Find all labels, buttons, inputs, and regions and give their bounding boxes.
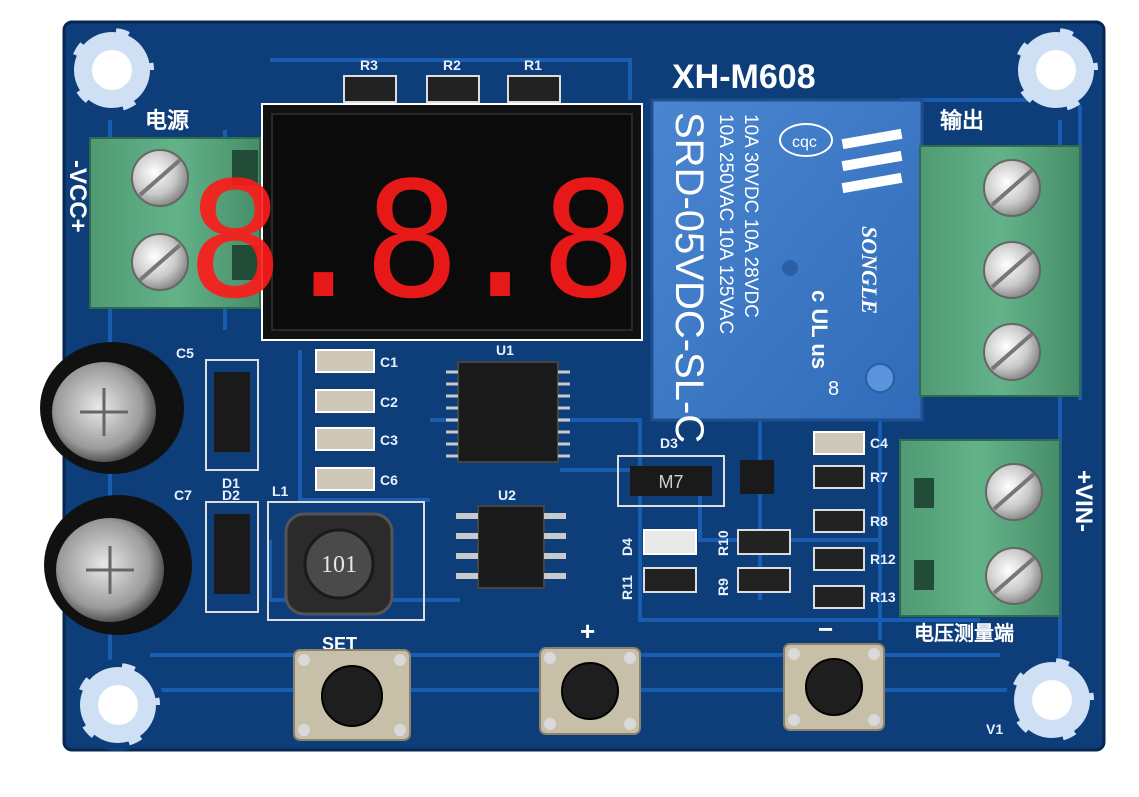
measure-label: 电压测量端 (914, 622, 1014, 645)
relay (650, 98, 924, 422)
minus-button[interactable] (783, 643, 885, 731)
relay-ratings-1: 10A 250VAC 10A 125VAC (715, 114, 736, 334)
d3-code: M7 (658, 472, 683, 492)
relay-brand: SONGLE (857, 226, 882, 314)
label-u2: U2 (498, 487, 516, 503)
diode-d1 (205, 359, 259, 471)
label-r7: R7 (870, 469, 888, 485)
seven-segment-display (261, 103, 643, 341)
label-l1: L1 (272, 483, 289, 499)
smd-parts-right: C4 R7 R8 R12 R13 (813, 431, 896, 609)
label-u1: U1 (496, 342, 514, 358)
relay-ul-mark: c UL us (807, 290, 832, 369)
power-terminal-block (89, 137, 261, 309)
label-c2: C2 (380, 394, 398, 410)
label-r12: R12 (870, 551, 896, 567)
ic-u1 (446, 361, 570, 463)
measure-terminal-block (899, 439, 1061, 617)
label-r2: R2 (443, 57, 461, 73)
inductor-code: 101 (321, 552, 357, 578)
smd-parts-middle (643, 460, 791, 593)
plus-button[interactable] (539, 647, 641, 735)
label-c6: C6 (380, 472, 398, 488)
output-label: 输出 (940, 108, 984, 133)
inductor-l1 (267, 501, 425, 621)
vin-label: +VIN- (1070, 470, 1097, 532)
label-r3: R3 (360, 57, 378, 73)
cqc-logo-icon (779, 123, 833, 157)
label-r8: R8 (870, 513, 888, 529)
songle-logo-icon (841, 128, 903, 194)
relay-ratings-2: 10A 30VDC 10A 28VDC (740, 114, 761, 318)
diode-d2 (205, 501, 259, 613)
label-r1: R1 (524, 57, 542, 73)
mounting-hole-tr (1010, 24, 1102, 116)
label-r9: R9 (715, 578, 731, 596)
label-c4: C4 (870, 435, 888, 451)
label-d3: D3 (660, 435, 678, 451)
set-button[interactable] (293, 649, 411, 741)
diode-d3 (617, 455, 725, 507)
mounting-hole-bl (72, 659, 164, 751)
v1-label: V1 (986, 721, 1003, 737)
output-terminal-block (919, 145, 1081, 397)
label-c7: C7 (174, 487, 192, 503)
label-c3: C3 (380, 432, 398, 448)
display-digits: 8.8.8. (187, 147, 717, 334)
resistor-row-top: R3 R2 R1 (343, 57, 561, 103)
label-c5: C5 (176, 345, 194, 361)
label-d1: D1 (222, 475, 240, 491)
capacitor-c7 (44, 495, 192, 635)
mounting-hole-br (1006, 654, 1098, 746)
smd-caps-left: C1 C2 C3 C6 (315, 349, 398, 491)
relay-cert: cqc (792, 134, 817, 151)
label-c1: C1 (380, 354, 398, 370)
label-r13: R13 (870, 589, 896, 605)
label-d2: D2 (222, 487, 240, 503)
label-r10: R10 (715, 530, 731, 556)
minus-label: − (818, 614, 833, 644)
ic-u2 (456, 505, 566, 589)
relay-number: 8 (828, 378, 839, 400)
capacitor-c5 (40, 342, 184, 474)
model-label: XH-M608 (672, 58, 816, 96)
power-label: 电源 (145, 108, 189, 133)
mounting-hole-tl (66, 24, 158, 116)
vcc-label: -VCC+ (64, 160, 91, 233)
label-r11: R11 (619, 575, 635, 600)
label-d4: D4 (619, 538, 635, 556)
relay-model: SRD-05VDC-SL-C (667, 112, 711, 443)
plus-label: + (580, 616, 595, 646)
